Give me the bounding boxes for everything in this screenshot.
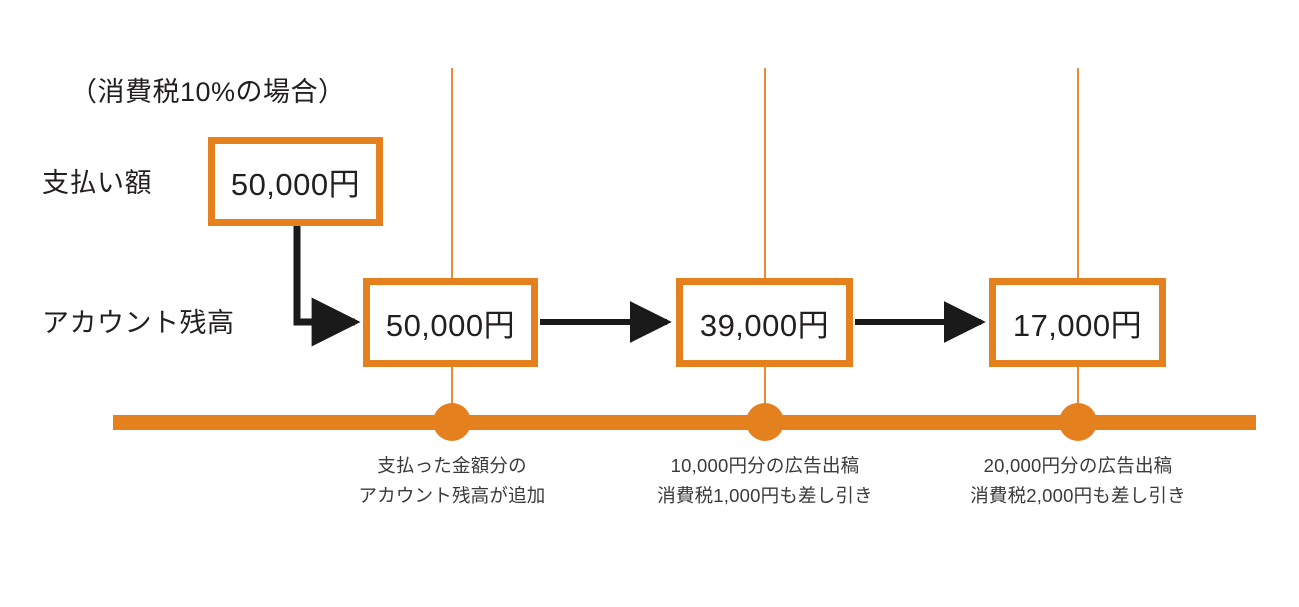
tax-rate-note: （消費税10%の場合） <box>70 77 346 107</box>
caption-line-2: アカウント残高が追加 <box>358 484 546 506</box>
tick-line-2 <box>764 68 766 418</box>
timeline-dot-1 <box>433 403 471 441</box>
timeline-caption-1: 支払った金額分の アカウント残高が追加 <box>302 451 602 510</box>
balance-amount-box-2: 39,000円 <box>676 278 853 367</box>
timeline-dot-3 <box>1059 403 1097 441</box>
caption-line-2: 消費税1,000円も差し引き <box>657 484 873 506</box>
timeline-caption-3: 20,000円分の広告出稿 消費税2,000円も差し引き <box>928 451 1228 510</box>
caption-line-1: 支払った金額分の <box>377 455 527 476</box>
caption-line-2: 消費税2,000円も差し引き <box>970 484 1186 506</box>
payment-amount-box: 50,000円 <box>208 137 383 226</box>
caption-line-1: 20,000円分の広告出稿 <box>983 455 1173 476</box>
caption-line-1: 10,000円分の広告出稿 <box>670 455 860 476</box>
tick-line-3 <box>1077 68 1079 418</box>
balance-amount-box-1: 50,000円 <box>363 278 538 367</box>
balance-amount-box-3: 17,000円 <box>989 278 1166 367</box>
row-label-payment: 支払い額 <box>42 168 152 198</box>
row-label-balance: アカウント残高 <box>42 308 235 338</box>
timeline-dot-2 <box>746 403 784 441</box>
tick-line-1 <box>451 68 453 418</box>
timeline-bar <box>113 415 1256 430</box>
timeline-caption-2: 10,000円分の広告出稿 消費税1,000円も差し引き <box>615 451 915 510</box>
